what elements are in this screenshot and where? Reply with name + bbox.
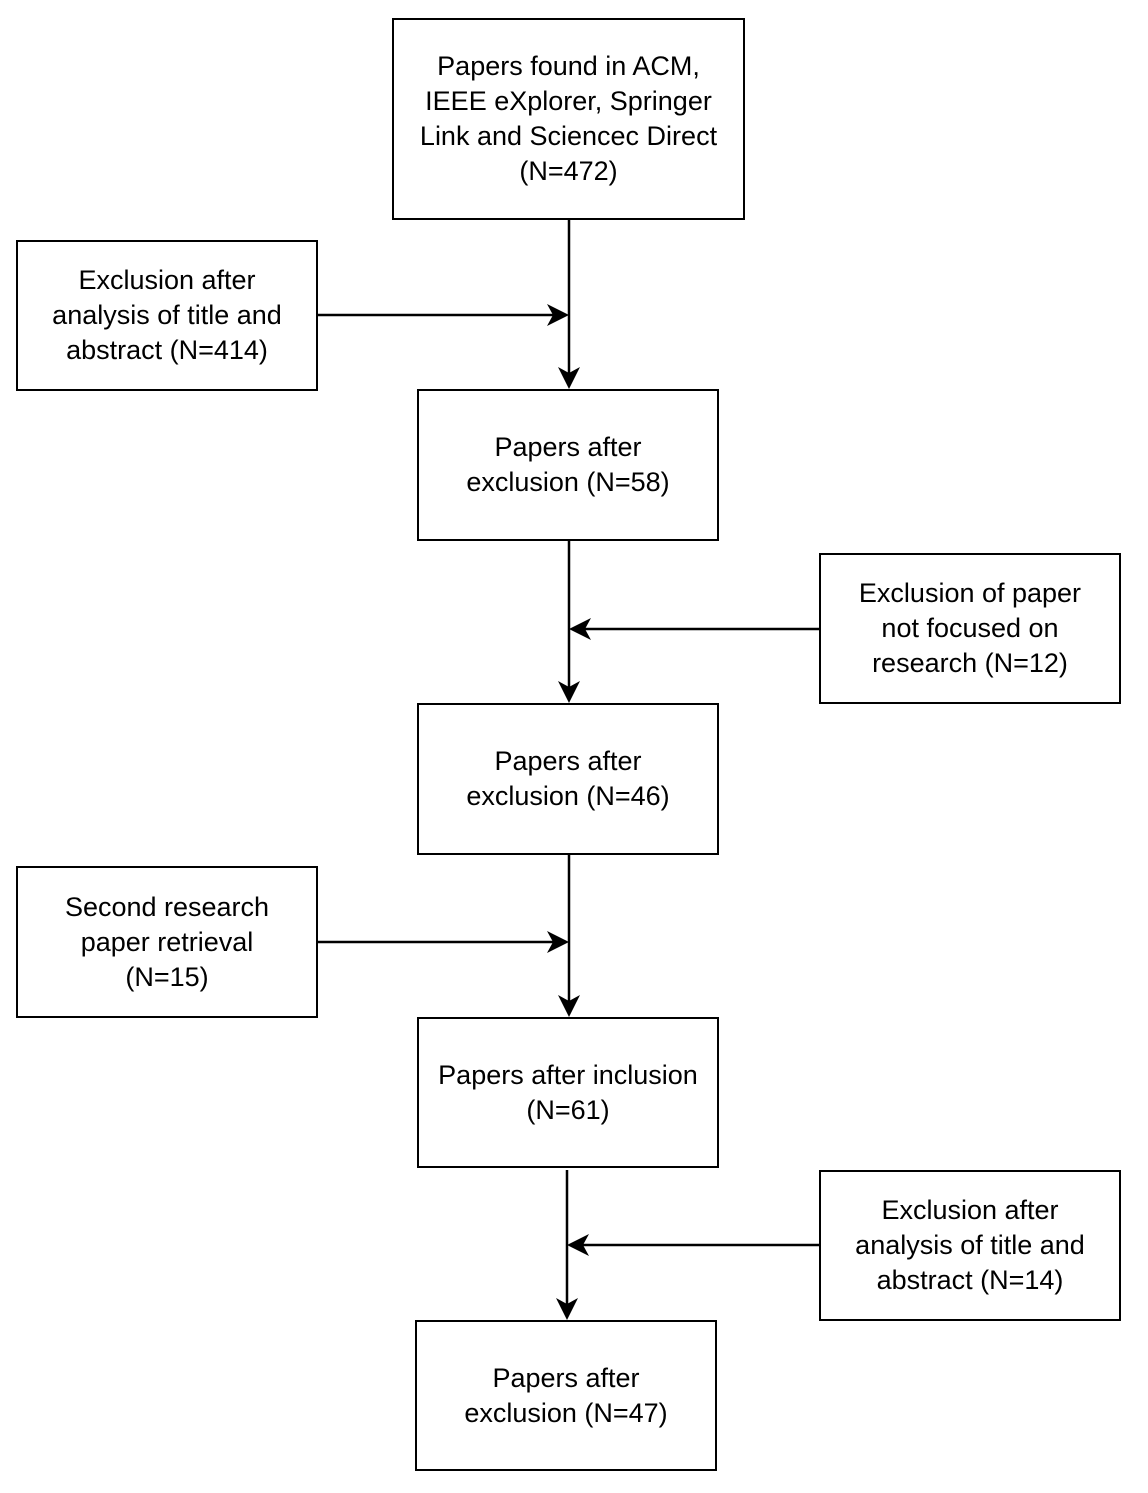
box-papers-after-exclusion-58-label: Papers after exclusion (N=58)	[466, 432, 670, 497]
box-exclusion-title-abstract-14: Exclusion after analysis of title and ab…	[819, 1170, 1121, 1321]
box-papers-after-exclusion-47: Papers after exclusion (N=47)	[415, 1320, 717, 1471]
box-exclusion-title-abstract-414: Exclusion after analysis of title and ab…	[16, 240, 318, 391]
box-exclusion-not-focused-12-label: Exclusion of paper not focused on resear…	[858, 578, 1082, 678]
box-papers-after-exclusion-47-label: Papers after exclusion (N=47)	[464, 1362, 668, 1428]
box-exclusion-title-abstract-414-label: Exclusion after analysis of title and ab…	[52, 265, 282, 365]
arrowhead-left-14	[567, 1234, 589, 1256]
arrowhead-left-12	[569, 618, 591, 640]
arrowhead-down-46	[558, 681, 580, 703]
box-exclusion-not-focused-12: Exclusion of paper not focused on resear…	[819, 553, 1121, 704]
arrowhead-down-47	[556, 1298, 578, 1320]
arrowhead-down-58	[558, 367, 580, 389]
box-papers-after-exclusion-46: Papers after exclusion (N=46)	[417, 703, 719, 855]
arrowhead-right-15	[547, 931, 569, 953]
box-papers-found-label: Papers found in ACM, IEEE eXplorer, Spri…	[419, 51, 718, 186]
box-papers-after-inclusion-61: Papers after inclusion (N=61)	[417, 1017, 719, 1168]
box-papers-after-inclusion-61-label: Papers after inclusion (N=61)	[438, 1059, 698, 1125]
box-papers-found: Papers found in ACM, IEEE eXplorer, Spri…	[392, 18, 745, 220]
box-papers-after-exclusion-58: Papers after exclusion (N=58)	[417, 389, 719, 541]
arrowhead-right-414	[547, 304, 569, 326]
box-exclusion-title-abstract-14-label: Exclusion after analysis of title and ab…	[855, 1195, 1085, 1295]
arrowhead-down-61	[558, 995, 580, 1017]
box-second-retrieval-15: Second research paper retrieval (N=15)	[16, 866, 318, 1018]
box-papers-after-exclusion-46-label: Papers after exclusion (N=46)	[466, 746, 670, 811]
box-second-retrieval-15-label: Second research paper retrieval (N=15)	[64, 891, 270, 992]
